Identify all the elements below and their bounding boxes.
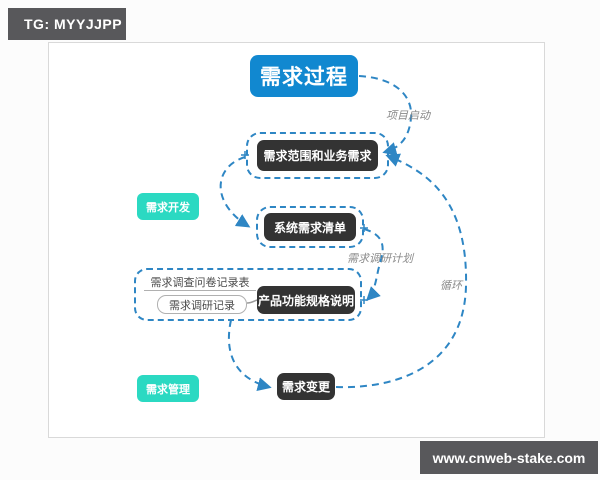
edge-scope-system [219, 156, 251, 228]
system-node-outline: 系统需求清单 [256, 206, 364, 248]
edge-label-project-kickoff: 项目启动 [386, 110, 430, 122]
survey-group-outline [134, 268, 362, 321]
node-survey-research-record[interactable]: 需求调研记录 [157, 295, 247, 314]
edge-loop [335, 153, 468, 389]
edge-kickoff [358, 75, 413, 156]
edge-label-loop: 循环 [440, 280, 462, 292]
edge-label-survey-plan: 需求调研计划 [347, 253, 413, 265]
website-watermark-badge: www.cnweb-stake.com [420, 441, 598, 474]
node-system-requirements-list[interactable]: 系统需求清单 [264, 213, 356, 241]
phase-requirements-management[interactable]: 需求管理 [137, 375, 199, 402]
node-scope-business-requirements[interactable]: 需求范围和业务需求 [257, 140, 378, 171]
edge-group-change [227, 319, 272, 391]
node-requirements-change[interactable]: 需求变更 [277, 373, 335, 400]
edge-record-spec [246, 299, 258, 304]
node-requirements-process[interactable]: 需求过程 [250, 55, 358, 97]
scope-node-outline: 需求范围和业务需求 [246, 132, 389, 179]
phase-requirements-development[interactable]: 需求开发 [137, 193, 199, 220]
node-product-spec[interactable]: 产品功能规格说明 [257, 286, 355, 314]
node-survey-questionnaire-record[interactable]: 需求调查问卷记录表 [144, 274, 256, 291]
telegram-watermark-badge: TG: MYYJJPP [8, 8, 126, 40]
edge-survey-plan [363, 228, 384, 301]
